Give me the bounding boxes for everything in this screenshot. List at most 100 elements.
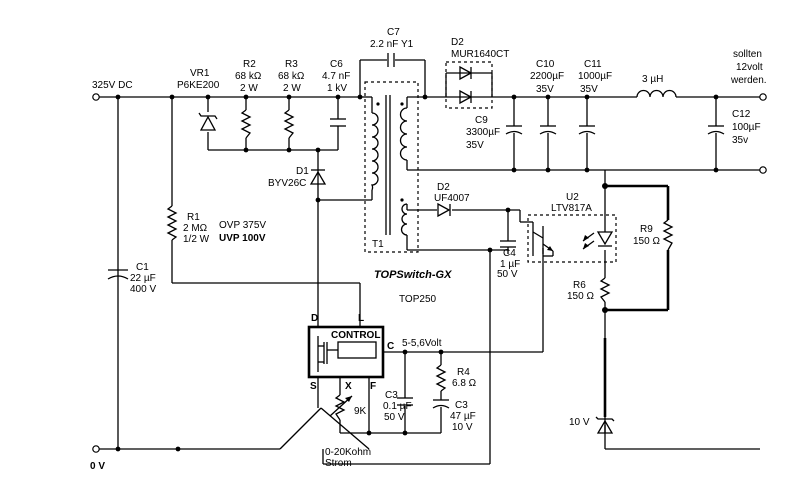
- ic-topswitch-symbol: [307, 325, 385, 379]
- c10-voltage: 35V: [536, 84, 554, 95]
- r4-ref: R4: [457, 367, 470, 378]
- r6-ref: R6: [573, 280, 586, 291]
- junctions: [92, 93, 767, 453]
- inductor-l1-symbol: [636, 89, 677, 98]
- ic-pin-c: C: [387, 341, 394, 352]
- resistor-r4-symbol: [435, 364, 447, 392]
- diode-d2-symbol: [445, 61, 493, 109]
- c3a-ref: C3: [385, 390, 398, 401]
- capacitor-c12-symbol: [707, 125, 725, 135]
- capacitor-c4-symbol: [500, 240, 516, 248]
- transformer-t1-symbol: [364, 81, 419, 253]
- c10-ref: C10: [536, 59, 555, 70]
- u2-value: LTV817A: [551, 203, 592, 214]
- labels: 325V DC 0 V sollten 12volt werden. VR1 P…: [90, 27, 767, 472]
- r1-uvp: UVP 100V: [219, 233, 266, 244]
- c3b-value: 47 µF: [450, 411, 476, 422]
- t1-ref: T1: [372, 239, 384, 250]
- ic-brand: TOPSwitch-GX: [374, 269, 452, 281]
- resistor-r3-symbol: [283, 109, 295, 139]
- r2-power: 2 W: [240, 83, 258, 94]
- ic-pin-d: D: [311, 313, 318, 324]
- d3-ref: D2: [437, 182, 450, 193]
- capacitor-c3a-symbol: [397, 397, 413, 406]
- output-note-line2: 12volt: [736, 62, 763, 73]
- c6-voltage: 1 kV: [327, 83, 347, 94]
- r3-power: 2 W: [283, 83, 301, 94]
- c4-value: 1 µF: [500, 259, 520, 270]
- c3a-voltage: 50 V: [384, 412, 405, 423]
- c4-ref: C4: [503, 248, 516, 259]
- ground-label: 0 V: [90, 461, 105, 472]
- ic-part: TOP250: [399, 294, 436, 305]
- c4-voltage: 50 V: [497, 269, 518, 280]
- resistor-r6-symbol: [599, 277, 611, 303]
- resistor-r1-symbol: [166, 205, 178, 241]
- c1-value: 22 µF: [130, 273, 156, 284]
- c9-value: 3300µF: [466, 127, 500, 138]
- r4-value: 6.8 Ω: [452, 378, 477, 389]
- c6-ref: C6: [330, 59, 343, 70]
- wires: [99, 59, 760, 465]
- vr1-value: P6KE200: [177, 80, 220, 91]
- c10-value: 2200µF: [530, 71, 564, 82]
- ic-block-label: CONTROL: [331, 330, 380, 341]
- c7-value: 2.2 nF Y1: [370, 39, 414, 50]
- r2-ref: R2: [243, 59, 256, 70]
- r3-value: 68 kΩ: [278, 71, 305, 82]
- c11-value: 1000µF: [578, 71, 612, 82]
- c1-ref: C1: [136, 262, 149, 273]
- output-note-line3: werden.: [730, 75, 767, 86]
- c9-ref: C9: [475, 115, 488, 126]
- c12-voltage: 35v: [732, 135, 748, 146]
- diode-d3-symbol: [437, 202, 451, 218]
- vr1-ref: VR1: [190, 68, 210, 79]
- tvs-vr1-symbol: [198, 112, 218, 131]
- capacitor-c7-symbol: [387, 53, 395, 67]
- capacitor-c3b-symbol: [432, 399, 450, 409]
- u2-ref: U2: [566, 192, 579, 203]
- c7-ref: C7: [387, 27, 400, 38]
- c12-value: 100µF: [732, 122, 761, 133]
- capacitor-c10-symbol: [539, 125, 557, 135]
- l1-value: 3 µH: [642, 74, 663, 85]
- optocoupler-u2-symbol: [527, 214, 617, 263]
- zener-value: 10 V: [569, 417, 590, 428]
- resistor-r9-symbol: [662, 219, 674, 251]
- pot-value: 9K: [354, 406, 367, 417]
- r9-value: 150 Ω: [633, 236, 660, 247]
- capacitor-c1-symbol: [107, 269, 129, 280]
- r1-ovp: OVP 375V: [219, 220, 266, 231]
- c3b-ref: C3: [455, 400, 468, 411]
- potentiometer-symbol: [329, 394, 353, 421]
- ic-c-voltage: 5-5,6Volt: [402, 338, 442, 349]
- c3a-value: 0.1 µF: [383, 401, 412, 412]
- c3b-voltage: 10 V: [452, 422, 473, 433]
- r1-value: 2 MΩ: [183, 223, 208, 234]
- diode-d1-symbol: [309, 166, 327, 185]
- x-note-line2: Strom: [325, 458, 352, 469]
- r1-ref: R1: [187, 212, 200, 223]
- resistor-r2-symbol: [240, 109, 252, 139]
- zener-diode-symbol: [595, 416, 615, 434]
- c6-value: 4.7 nF: [322, 71, 350, 82]
- ic-pin-l: L: [358, 313, 364, 324]
- ic-pin-f: F: [370, 381, 376, 392]
- c9-voltage: 35V: [466, 140, 484, 151]
- c1-voltage: 400 V: [130, 284, 156, 295]
- c12-ref: C12: [732, 109, 751, 120]
- r6-value: 150 Ω: [567, 291, 594, 302]
- c11-ref: C11: [584, 59, 602, 70]
- r3-ref: R3: [285, 59, 298, 70]
- r1-power: 1/2 W: [183, 234, 210, 245]
- ic-pin-s: S: [310, 381, 317, 392]
- d1-value: BYV26C: [268, 178, 306, 189]
- d3-value: UF4007: [434, 193, 470, 204]
- r2-value: 68 kΩ: [235, 71, 262, 82]
- input-voltage-label: 325V DC: [92, 80, 133, 91]
- output-note-line1: sollten: [733, 49, 762, 60]
- capacitor-c11-symbol: [578, 125, 596, 135]
- d2-value: MUR1640CT: [451, 49, 509, 60]
- r9-ref: R9: [640, 224, 653, 235]
